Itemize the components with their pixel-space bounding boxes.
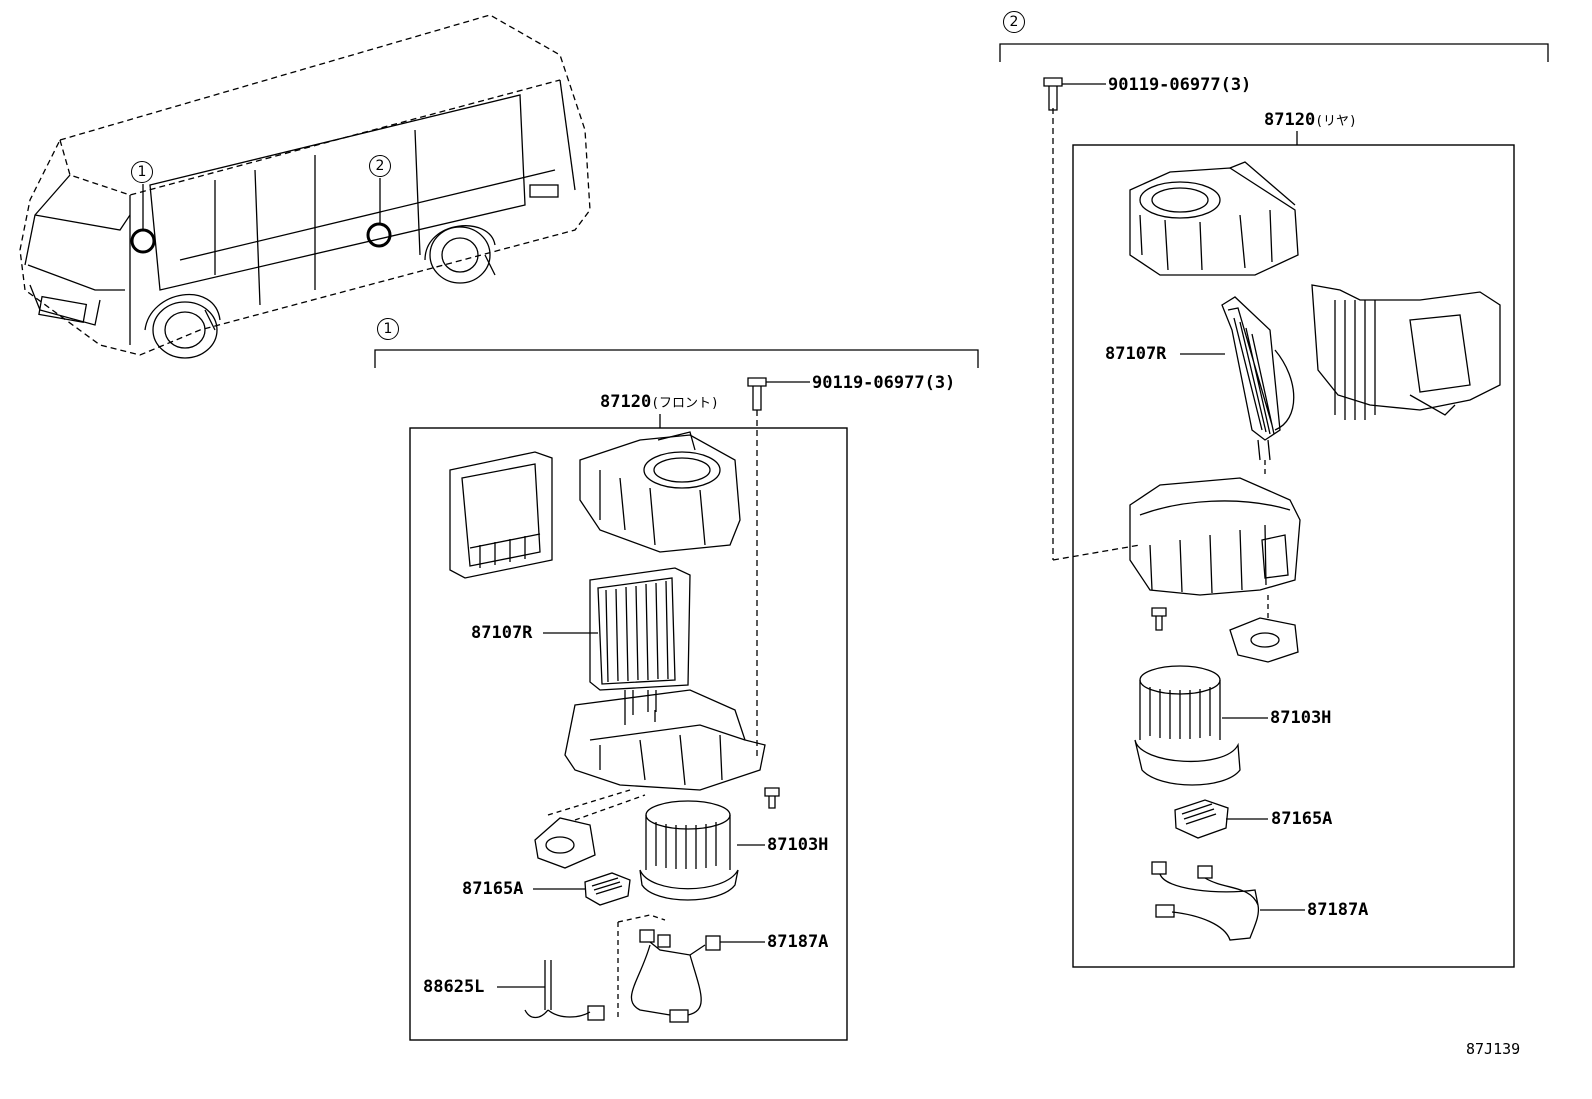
rear-evaporator-drawing <box>1180 296 1295 461</box>
front-part-87103H: 87103H <box>767 835 829 855</box>
rear-part-87187A: 87187A <box>1307 900 1369 920</box>
front-evaporator-drawing <box>543 567 691 715</box>
front-sensor-drawing <box>497 960 605 1021</box>
rear-group-marker: 2 <box>1003 11 1025 33</box>
van-callout-2-marker: 2 <box>369 155 391 177</box>
rear-assembly-note: (リヤ) <box>1315 114 1357 129</box>
rear-assembly-label: 87120(リヤ) <box>1264 110 1357 132</box>
front-harness-drawing <box>617 914 765 1023</box>
front-upper-case-drawing <box>579 431 741 553</box>
front-screw-icon <box>764 787 780 809</box>
rear-part-87103H: 87103H <box>1270 708 1332 728</box>
front-bolt-icon <box>747 377 810 411</box>
front-part-87107R: 87107R <box>471 623 533 643</box>
front-resistor-drawing <box>533 872 631 906</box>
rear-blower-motor-drawing <box>1134 665 1268 786</box>
front-bolt-label: 90119-06977(3) <box>812 373 956 393</box>
rear-lower-case-drawing <box>1129 460 1301 596</box>
front-filter-drawing <box>449 451 553 579</box>
rear-screw-icon <box>1151 607 1167 631</box>
front-group-marker: 1 <box>377 318 399 340</box>
rear-bolt-icon <box>1043 77 1106 111</box>
rear-bolt-label: 90119-06977(3) <box>1108 75 1252 95</box>
rear-part-87165A: 87165A <box>1271 809 1333 829</box>
rear-harness-drawing <box>1151 861 1305 941</box>
front-actuator-drawing <box>534 789 646 869</box>
front-blower-motor-drawing <box>639 800 765 901</box>
rear-actuator-drawing <box>1229 595 1299 663</box>
front-assembly-part: 87120 <box>600 392 652 412</box>
rear-assembly-part: 87120 <box>1264 110 1316 130</box>
rear-duct-drawing <box>1311 284 1501 420</box>
front-group-frame <box>374 349 979 1041</box>
rear-resistor-drawing <box>1174 799 1268 839</box>
rear-upper-case-drawing <box>1129 161 1299 276</box>
front-assembly-label: 87120(フロント) <box>600 392 719 414</box>
rear-group-frame <box>999 43 1549 968</box>
diagram-code: 87J139 <box>1466 1040 1521 1058</box>
front-part-87187A: 87187A <box>767 932 829 952</box>
van-callout-1-marker: 1 <box>131 161 153 183</box>
front-assembly-note: (フロント) <box>651 396 719 411</box>
front-lower-case-drawing <box>564 689 766 791</box>
front-part-88625L: 88625L <box>423 977 485 997</box>
rear-part-87107R: 87107R <box>1105 344 1167 364</box>
van-illustration <box>19 14 591 359</box>
front-part-87165A: 87165A <box>462 879 524 899</box>
